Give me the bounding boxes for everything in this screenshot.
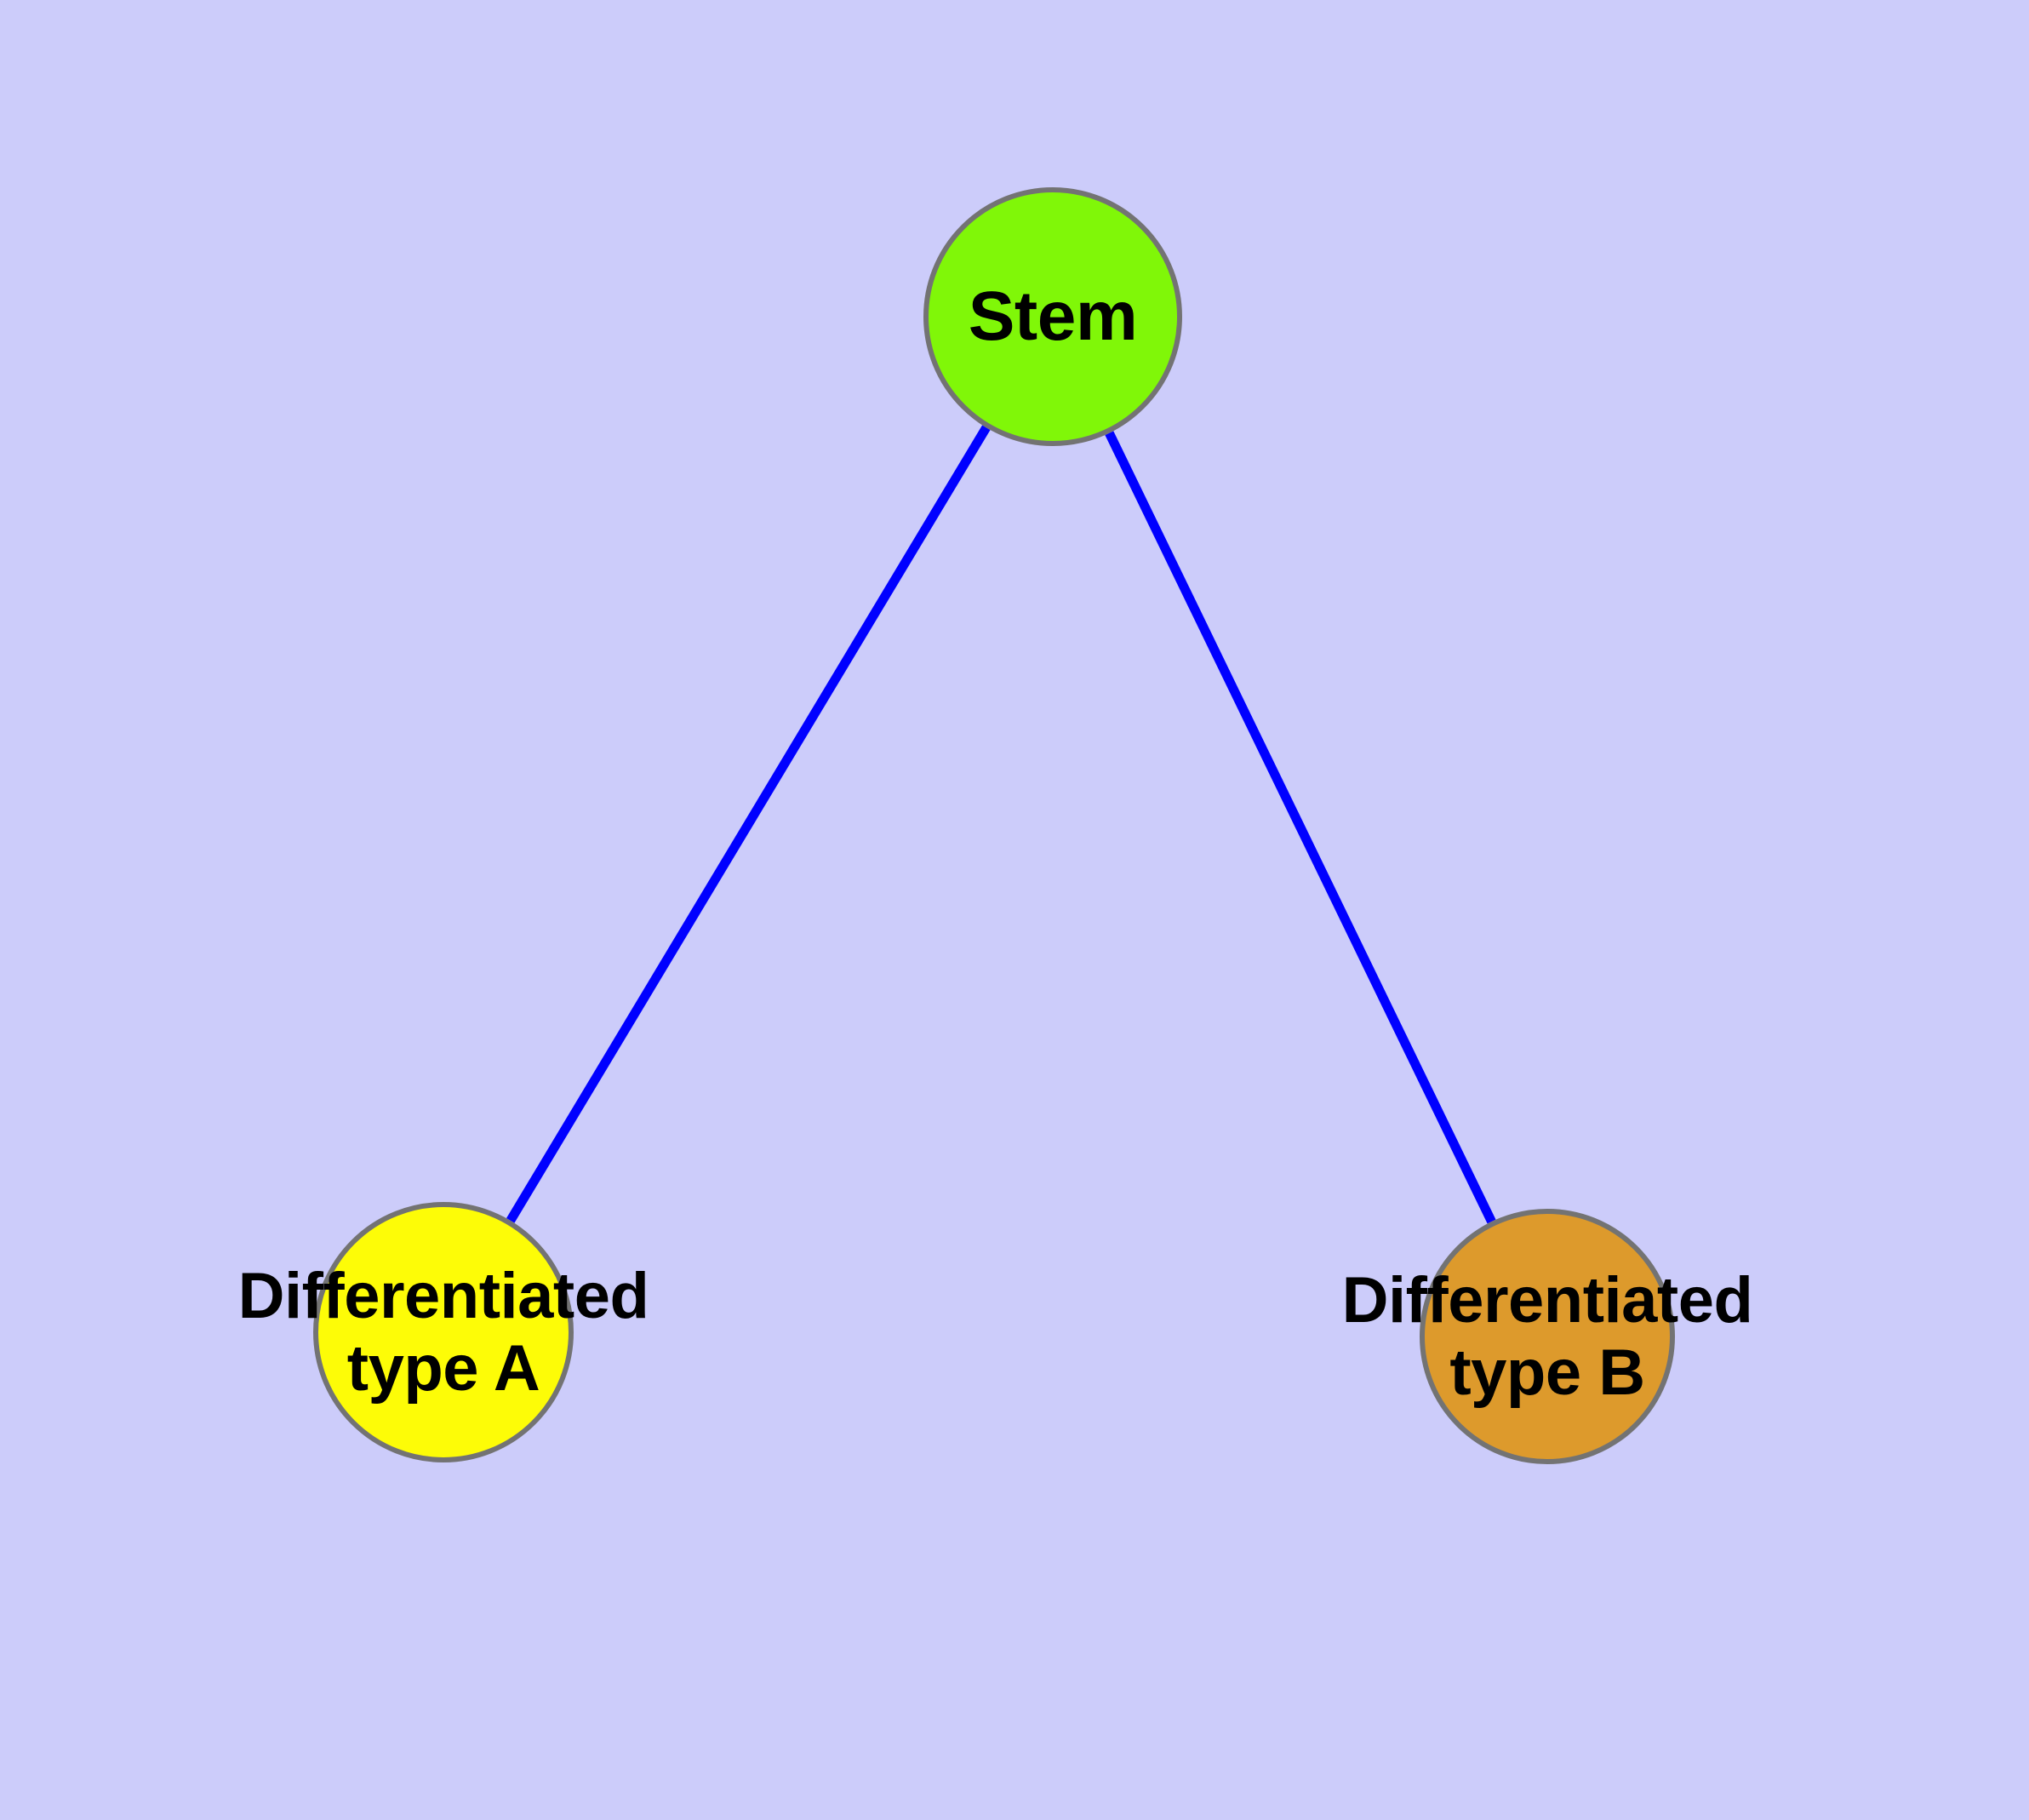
node-stem-label-line1: Stem [968, 278, 1138, 356]
node-differentiated-type-a-label-line1: Differentiated [237, 1259, 649, 1332]
node-differentiated-type-b-label-line2: type B [1449, 1336, 1645, 1409]
node-stem[interactable] [923, 187, 1182, 446]
node-differentiated-type-b[interactable] [1420, 1209, 1675, 1464]
edge-stem-to-a [506, 425, 991, 1223]
node-differentiated-type-a[interactable] [313, 1202, 574, 1462]
node-stem-label: Stem [797, 278, 1308, 356]
edge-stem-to-b [1105, 431, 1496, 1224]
node-differentiated-type-a-label-line2: type A [346, 1332, 540, 1405]
node-differentiated-type-b-label: Differentiated type B [1292, 1264, 1803, 1409]
node-differentiated-type-a-label: Differentiated type A [188, 1260, 699, 1405]
node-differentiated-type-b-label-line1: Differentiated [1341, 1263, 1753, 1336]
